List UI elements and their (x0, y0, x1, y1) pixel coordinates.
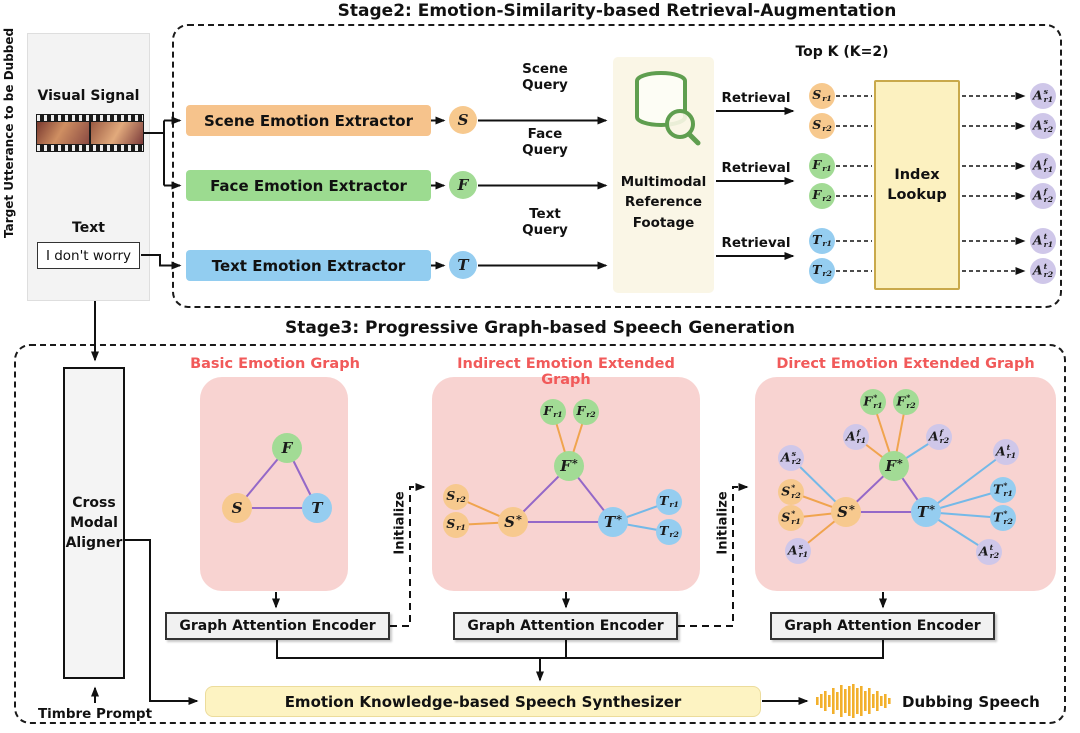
node-t-r2: Tr2 (809, 258, 835, 284)
face-query-label: Face Query (522, 126, 568, 158)
dir-node-f-star-r1: F*r1 (860, 389, 886, 415)
index-lookup-box: Index Lookup (874, 80, 960, 290)
initialize-label-2: Initialize (715, 491, 731, 555)
ind-node-f-r1: Fr1 (540, 399, 566, 425)
film-frame (37, 122, 89, 144)
direct-graph-title: Direct Emotion Extended Graph (776, 356, 1035, 372)
dir-node-s-star: S* (831, 497, 861, 527)
stage2-title: Stage2: Emotion-Similarity-based Retriev… (337, 1, 897, 21)
scene-query-label: Scene Query (522, 61, 568, 93)
ind-node-s-star: S* (498, 507, 528, 537)
text-emotion-extractor: Text Emotion Extractor (186, 250, 431, 281)
dir-node-s-star-r1: S*r1 (778, 505, 804, 531)
node-f: F (449, 171, 477, 199)
ind-node-t-r2: Tr2 (656, 519, 682, 545)
ind-node-f-star: F* (554, 451, 584, 481)
node-s: S (449, 106, 477, 134)
reference-footage-label: Multimodal Reference Footage (620, 174, 707, 231)
text-query-label: Text Query (522, 206, 568, 238)
graph-attention-encoder-3: Graph Attention Encoder (770, 612, 995, 640)
node-f-r1: Fr1 (809, 153, 835, 179)
speech-synthesizer: Emotion Knowledge-based Speech Synthesiz… (205, 686, 761, 717)
node-s-r2: Sr2 (809, 113, 835, 139)
dir-node-t-star-r2: T*r2 (990, 505, 1016, 531)
stage2-container (172, 24, 1062, 308)
graph-attention-encoder-2: Graph Attention Encoder (453, 612, 678, 640)
basic-node-s: S (222, 493, 252, 523)
ind-node-t-r1: Tr1 (656, 489, 682, 515)
film-frames (37, 121, 143, 145)
film-holes-bottom (37, 145, 143, 151)
node-t: T (449, 251, 477, 279)
visual-signal-label: Visual Signal (37, 88, 140, 104)
ind-node-t-star: T* (598, 507, 628, 537)
graph-attention-encoder-1: Graph Attention Encoder (165, 612, 390, 640)
basic-node-t: T (302, 493, 332, 523)
face-emotion-extractor: Face Emotion Extractor (186, 170, 431, 201)
dir-node-s-star-r2: S*r2 (778, 479, 804, 505)
indirect-graph-title: Indirect Emotion Extended Graph (457, 356, 675, 388)
top-k-label: Top K (K=2) (795, 44, 889, 60)
initialize-label-1: Initialize (392, 491, 408, 555)
retrieval-label-text: Retrieval (721, 235, 791, 251)
film-strip (36, 114, 144, 152)
text-value-box: I don't worry (37, 242, 140, 269)
basic-graph-title: Basic Emotion Graph (190, 356, 360, 372)
film-holes-top (37, 115, 143, 121)
stage3-container (14, 344, 1066, 724)
target-utterance-label: Target Utterance to be Dubbed (2, 27, 16, 239)
ind-node-s-r1: Sr1 (443, 512, 469, 538)
scene-emotion-extractor: Scene Emotion Extractor (186, 105, 431, 136)
ind-node-f-r2: Fr2 (573, 399, 599, 425)
ind-node-s-r2: Sr2 (443, 484, 469, 510)
dir-node-t-star-r1: T*r1 (990, 477, 1016, 503)
stage3-title: Stage3: Progressive Graph-based Speech G… (284, 318, 796, 338)
cross-modal-aligner: Cross Modal Aligner (63, 367, 125, 679)
node-s-r1: Sr1 (809, 83, 835, 109)
basic-emotion-graph-panel (200, 377, 348, 591)
dubbing-speech-label: Dubbing Speech (902, 693, 1040, 711)
dir-node-f-star: F* (879, 451, 909, 481)
retrieval-label-scene: Retrieval (721, 90, 791, 106)
indirect-emotion-graph-panel (432, 377, 700, 591)
dir-node-t-star: T* (911, 497, 941, 527)
node-f-r2: Fr2 (809, 183, 835, 209)
timbre-prompt-label: Timbre Prompt (37, 706, 153, 722)
film-frame (91, 122, 143, 144)
basic-node-f: F (272, 433, 302, 463)
retrieval-label-face: Retrieval (721, 160, 791, 176)
dir-node-f-star-r2: F*r2 (893, 389, 919, 415)
text-label: Text (72, 220, 105, 236)
node-t-r1: Tr1 (809, 228, 835, 254)
